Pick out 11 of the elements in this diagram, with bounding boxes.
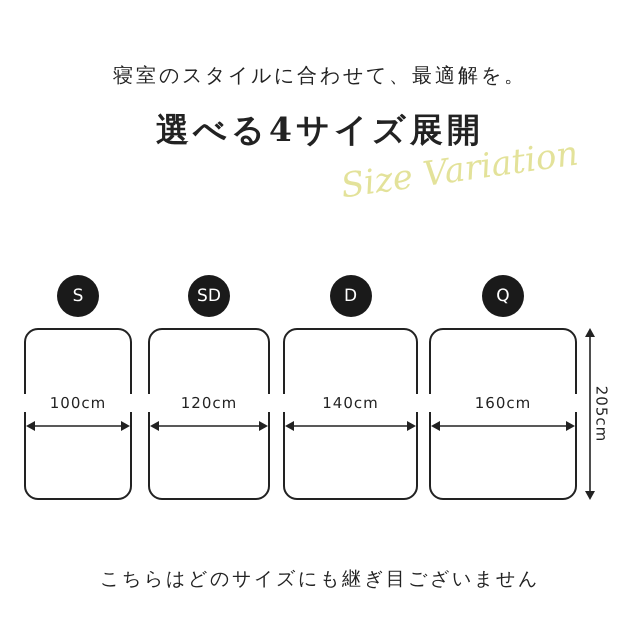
width-label: 120cm [148, 394, 270, 412]
size-badge: S [57, 275, 99, 317]
size-badge: SD [188, 275, 230, 317]
width-label: 100cm [24, 394, 132, 412]
caption: こちらはどのサイズにも継ぎ目ございません [99, 567, 541, 592]
width-label: 160cm [429, 394, 577, 412]
size-badge: Q [482, 275, 524, 317]
size-badge: D [330, 275, 372, 317]
subheading: 寝室のスタイルに合わせて、最適解を。 [112, 62, 528, 89]
width-label: 140cm [283, 394, 418, 412]
title: 選べる4サイズ展開 [155, 109, 484, 149]
